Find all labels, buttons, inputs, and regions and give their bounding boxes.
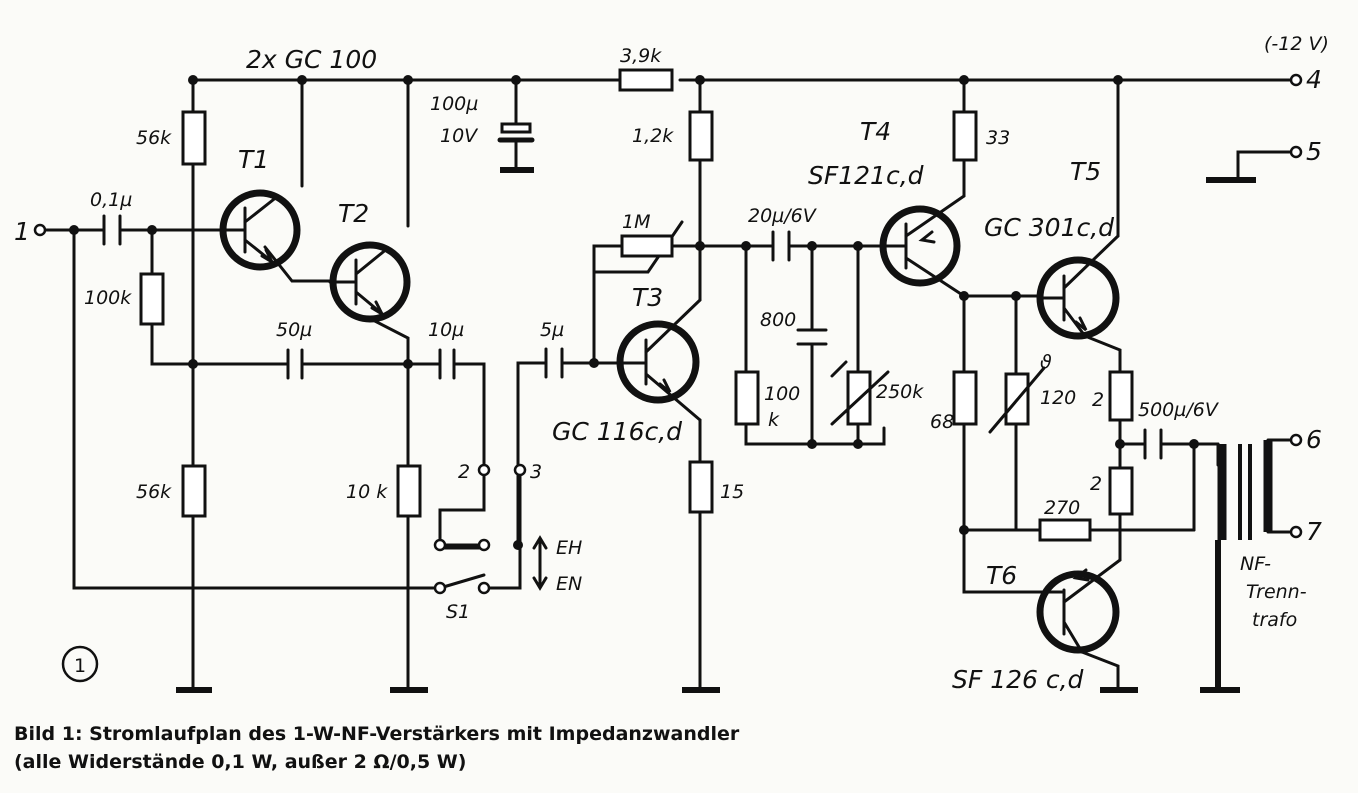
transistor-t4-symbol bbox=[879, 194, 966, 298]
c-100u-label-1: 100µ bbox=[430, 93, 478, 115]
r-33-label: 33 bbox=[986, 127, 1010, 149]
t6-type-label: SF 126 c,d bbox=[952, 665, 1084, 694]
t3-label: T3 bbox=[632, 283, 663, 312]
r-68-label: 68 bbox=[930, 411, 954, 433]
transistor-t3-symbol bbox=[616, 298, 702, 422]
c-500u-label: 500µ/6V bbox=[1138, 399, 1220, 421]
transformer-label-1: NF- bbox=[1240, 553, 1271, 575]
terminal-2-label: 2 bbox=[458, 461, 470, 483]
r-2-bottom-label: 2 bbox=[1090, 473, 1102, 495]
terminal-7-label: 7 bbox=[1306, 517, 1322, 546]
r-1-2k-label: 1,2k bbox=[632, 125, 674, 147]
r-3-9k-label: 3,9k bbox=[620, 45, 662, 67]
transistor-t1-symbol bbox=[219, 189, 301, 271]
caption-line-1: Bild 1: Stromlaufplan des 1-W-NF-Verstär… bbox=[14, 723, 740, 745]
r-250k-label: 250k bbox=[876, 381, 924, 403]
terminal-6-label: 6 bbox=[1306, 425, 1322, 454]
transformer-label-3: trafo bbox=[1252, 609, 1297, 631]
resistors bbox=[139, 68, 1134, 542]
r-100k-label: 100k bbox=[84, 287, 132, 309]
transformer-label-2: Trenn- bbox=[1246, 581, 1307, 603]
c-800-label: 800 bbox=[760, 309, 796, 331]
r-1m-label: 1M bbox=[622, 211, 650, 233]
t3-type-label: GC 116c,d bbox=[552, 417, 682, 446]
switch-pos-upper-label: EH bbox=[556, 537, 582, 559]
c-20u-label: 20µ/6V bbox=[748, 205, 818, 227]
t2-label: T2 bbox=[338, 199, 369, 228]
wiring bbox=[42, 78, 1294, 690]
r-270-label: 270 bbox=[1044, 497, 1080, 519]
t5-label: T5 bbox=[1070, 157, 1101, 186]
r-56k-bottom-label: 56k bbox=[136, 481, 172, 503]
c-input-label: 0,1µ bbox=[90, 189, 132, 211]
junctions bbox=[69, 75, 1199, 550]
r-15-label: 15 bbox=[720, 481, 744, 503]
r-2-top-label: 2 bbox=[1092, 389, 1104, 411]
r-10k-label: 10 k bbox=[346, 481, 388, 503]
switch-name-label: S1 bbox=[446, 601, 470, 623]
switch-pos-lower-label: EN bbox=[556, 573, 582, 595]
caption-line-2: (alle Widerstände 0,1 W, außer 2 Ω/0,5 W… bbox=[14, 751, 466, 773]
supply-voltage-label: (-12 V) bbox=[1264, 33, 1329, 55]
t1-label: T1 bbox=[238, 145, 269, 174]
c-5u-label: 5µ bbox=[540, 319, 564, 341]
ground-symbols bbox=[176, 167, 1256, 693]
t5-type-label: GC 301c,d bbox=[984, 213, 1114, 242]
t4-label: T4 bbox=[860, 117, 891, 146]
r-120-label: 120 bbox=[1040, 387, 1076, 409]
t6-label: T6 bbox=[986, 561, 1017, 590]
r-100k-b-label-1: 100 bbox=[764, 383, 800, 405]
labels: 2x GC 100 (-12 V) 1 2 3 4 5 6 7 T1 T2 T3… bbox=[14, 33, 1329, 773]
terminal-5-label: 5 bbox=[1306, 137, 1322, 166]
c-100u-label-2: 10V bbox=[440, 125, 479, 147]
transistor-t5-symbol bbox=[1036, 234, 1120, 340]
t4-type-label: SF121c,d bbox=[808, 161, 924, 190]
part-count-label: 2x GC 100 bbox=[246, 45, 377, 74]
r-100k-b-label-2: k bbox=[768, 409, 780, 431]
terminal-3-label: 3 bbox=[530, 461, 542, 483]
terminal-points bbox=[33, 73, 1303, 595]
r-ntc-symbol-label: ϑ bbox=[1040, 351, 1052, 373]
figure-number-circle bbox=[61, 645, 99, 683]
c-50u-label: 50µ bbox=[276, 319, 312, 341]
transistor-t6-symbol bbox=[1036, 558, 1122, 654]
r-56k-top-label: 56k bbox=[136, 127, 172, 149]
terminal-4-label: 4 bbox=[1306, 65, 1322, 94]
figure-number-label: 1 bbox=[74, 655, 86, 677]
terminal-1-label: 1 bbox=[14, 217, 30, 246]
transformer-symbol bbox=[1215, 440, 1273, 690]
capacitors bbox=[102, 122, 1163, 460]
c-10u-label: 10µ bbox=[428, 319, 464, 341]
transistor-t2-symbol bbox=[328, 241, 411, 323]
